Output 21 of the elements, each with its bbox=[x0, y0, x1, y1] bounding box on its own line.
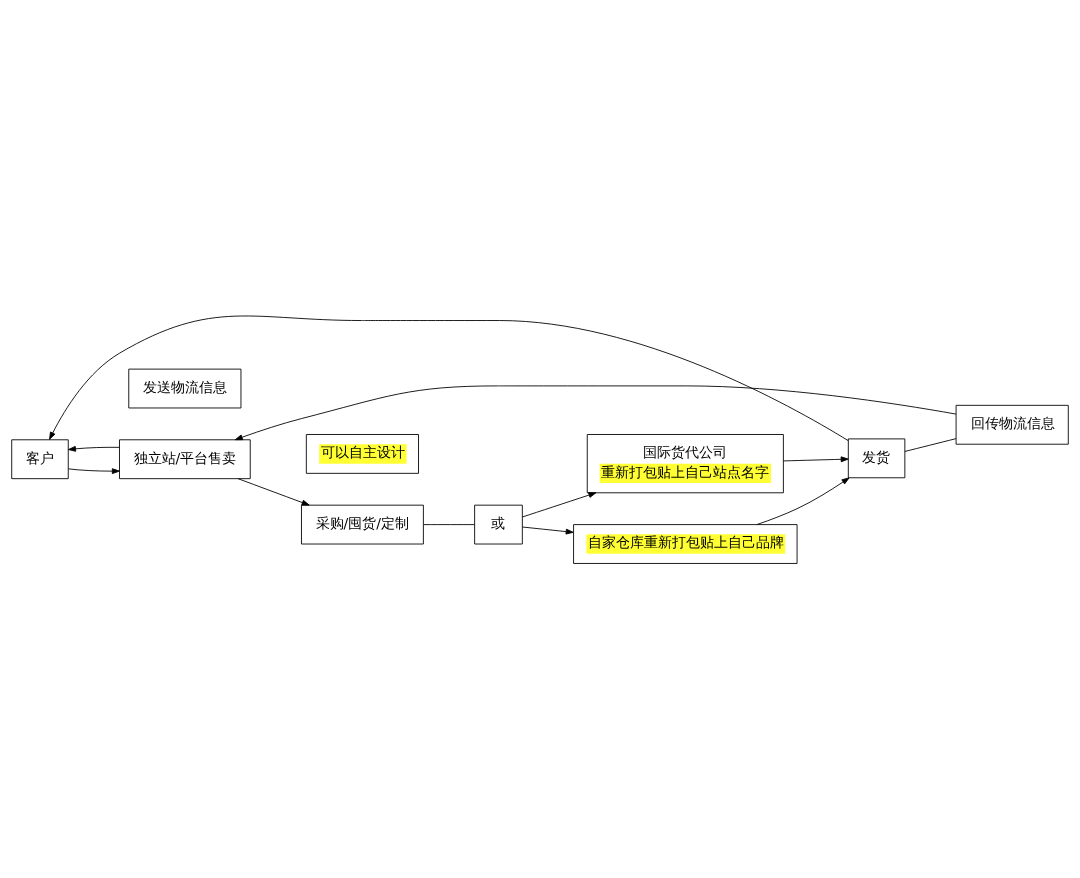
arrow bbox=[68, 467, 120, 474]
arrow bbox=[783, 455, 849, 462]
node-box: 发货 bbox=[847, 437, 906, 478]
arrow bbox=[237, 477, 310, 506]
arrow bbox=[234, 384, 957, 440]
node-box: 或 bbox=[474, 504, 523, 544]
arrow bbox=[49, 315, 849, 441]
arrow bbox=[68, 445, 120, 452]
node-box: 国际货代公司 重新打包贴上自己站点名字 bbox=[586, 433, 784, 493]
arrow bbox=[522, 491, 597, 517]
arrow bbox=[756, 476, 850, 525]
node-box: 可以自主设计 bbox=[305, 433, 419, 474]
node-box: 客户 bbox=[11, 438, 69, 479]
node-box: 发送物流信息 bbox=[128, 368, 242, 408]
node-box: 采购/囤货/定制 bbox=[301, 504, 424, 544]
node-box: 独立站/平台售卖 bbox=[119, 438, 251, 479]
connector bbox=[904, 437, 957, 452]
node-box: 自家仓库重新打包贴上自己品牌 bbox=[573, 523, 798, 564]
arrow bbox=[522, 526, 574, 534]
node-box: 回传物流信息 bbox=[955, 404, 1069, 445]
connector bbox=[423, 523, 475, 525]
